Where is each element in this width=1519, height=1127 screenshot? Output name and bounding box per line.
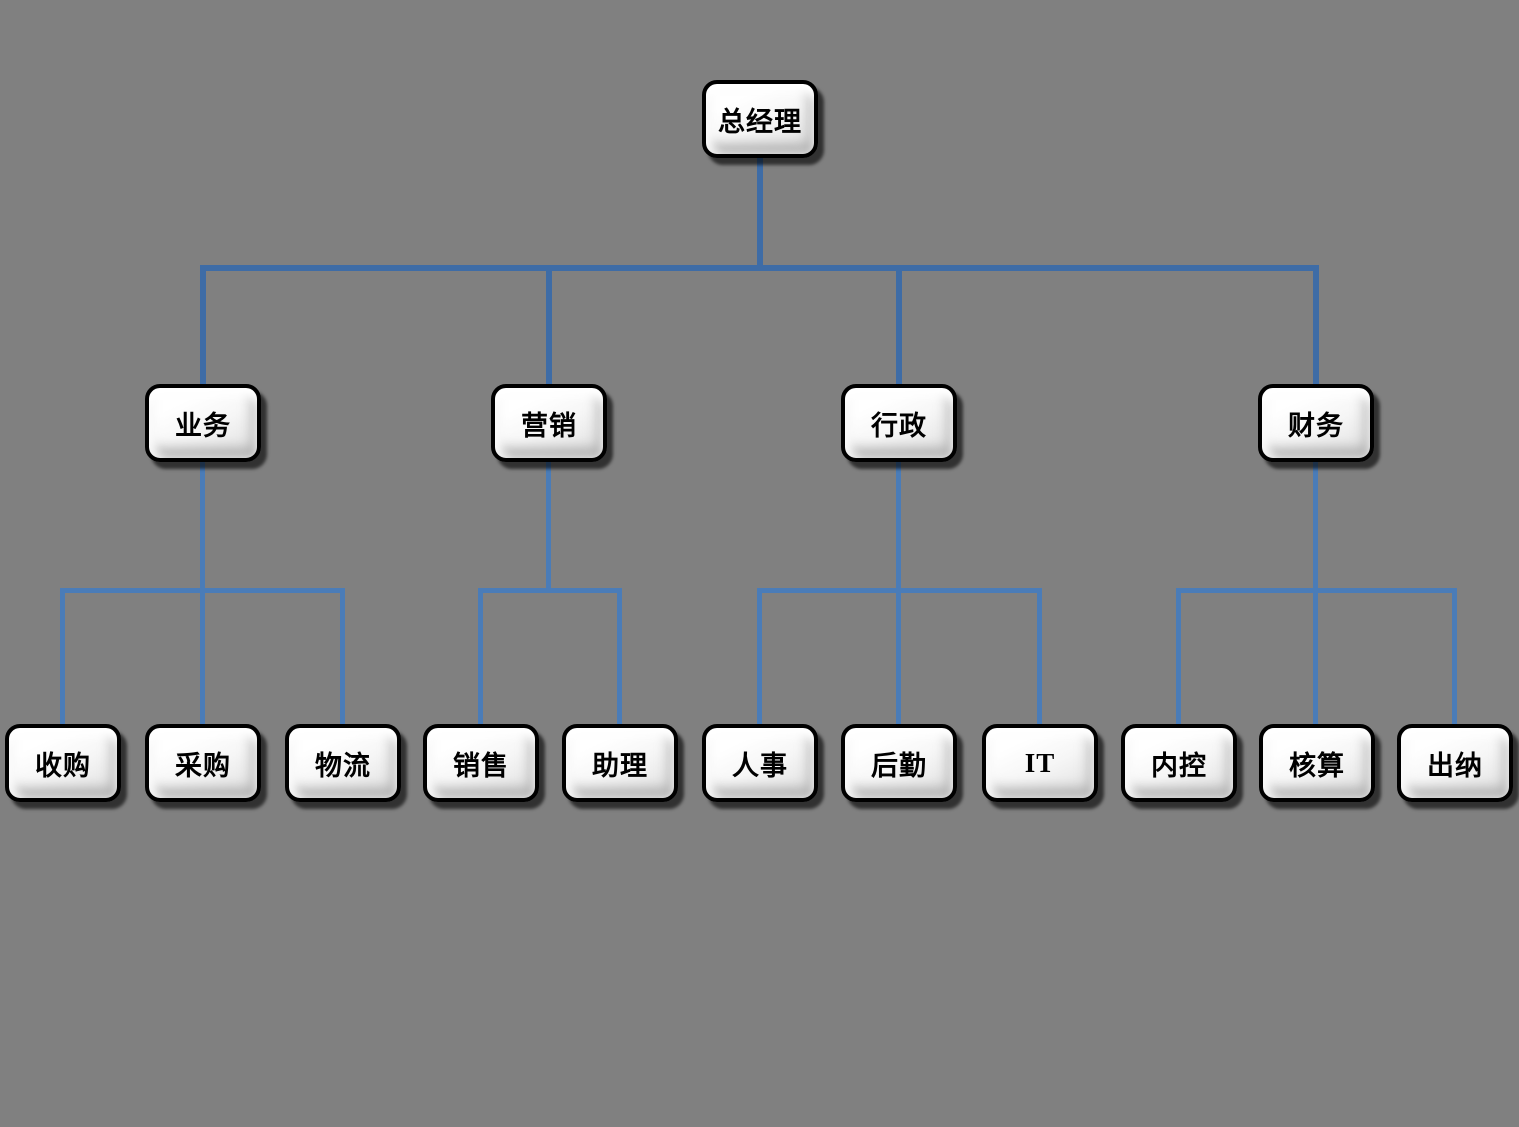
org-node-internal-control: 内控 [1121, 724, 1237, 802]
org-node-label: 核算 [1289, 750, 1345, 781]
connector-drop-logistics-support [896, 593, 901, 724]
org-node-purchasing: 采购 [145, 724, 261, 802]
org-node-label: 行政 [871, 410, 927, 441]
org-node-hr: 人事 [702, 724, 818, 802]
org-node-label: 收购 [35, 750, 91, 781]
org-node-label: IT [1024, 747, 1056, 778]
connector-finance-stem [1313, 462, 1318, 588]
org-node-general-manager: 总经理 [702, 80, 818, 158]
connector-drop-logistics [340, 593, 345, 724]
org-node-accounting: 核算 [1259, 724, 1375, 802]
connector-administration-stem [896, 462, 901, 588]
org-node-logistics-support: 后勤 [841, 724, 957, 802]
connector-drop-acquisition [60, 593, 65, 724]
org-node-label: 出纳 [1427, 750, 1483, 781]
org-node-assistant: 助理 [562, 724, 678, 802]
org-node-cashier: 出纳 [1397, 724, 1513, 802]
connector-drop-business [200, 271, 206, 384]
org-node-logistics: 物流 [285, 724, 401, 802]
org-node-it: IT [982, 724, 1098, 802]
connector-business-stem [200, 462, 205, 588]
org-node-label: 内控 [1151, 750, 1207, 781]
org-node-administration: 行政 [841, 384, 957, 462]
org-node-marketing: 营销 [491, 384, 607, 462]
connector-drop-it [1037, 593, 1042, 724]
connector-marketing-horizontal [478, 588, 622, 593]
org-node-label: 销售 [453, 750, 509, 781]
connector-drop-purchasing [200, 593, 205, 724]
org-node-label: 采购 [175, 750, 231, 781]
connector-drop-accounting [1313, 593, 1318, 724]
connector-drop-sales [478, 593, 483, 724]
connector-administration-horizontal [757, 588, 1042, 593]
connector-drop-hr [757, 593, 762, 724]
connector-drop-internal-control [1176, 593, 1181, 724]
connector-drop-assistant [617, 593, 622, 724]
org-node-label: 人事 [732, 750, 788, 781]
org-node-label: 业务 [175, 410, 231, 441]
connector-drop-cashier [1452, 593, 1457, 724]
org-node-label: 助理 [592, 750, 648, 781]
connector-finance-horizontal [1176, 588, 1457, 593]
org-node-business: 业务 [145, 384, 261, 462]
org-node-label: 物流 [315, 750, 371, 781]
org-node-sales: 销售 [423, 724, 539, 802]
connector-level1-horizontal [200, 265, 1319, 271]
connector-drop-marketing [546, 271, 552, 384]
connector-business-horizontal [60, 588, 345, 593]
org-node-finance: 财务 [1258, 384, 1374, 462]
connector-drop-administration [896, 271, 902, 384]
connector-drop-finance [1313, 271, 1319, 384]
connector-root-stem [757, 158, 763, 268]
org-node-label: 后勤 [871, 750, 927, 781]
connector-marketing-stem [546, 462, 551, 588]
org-node-label: 营销 [521, 410, 577, 441]
org-node-acquisition: 收购 [5, 724, 121, 802]
org-node-label: 总经理 [718, 106, 802, 137]
org-node-label: 财务 [1288, 410, 1344, 441]
